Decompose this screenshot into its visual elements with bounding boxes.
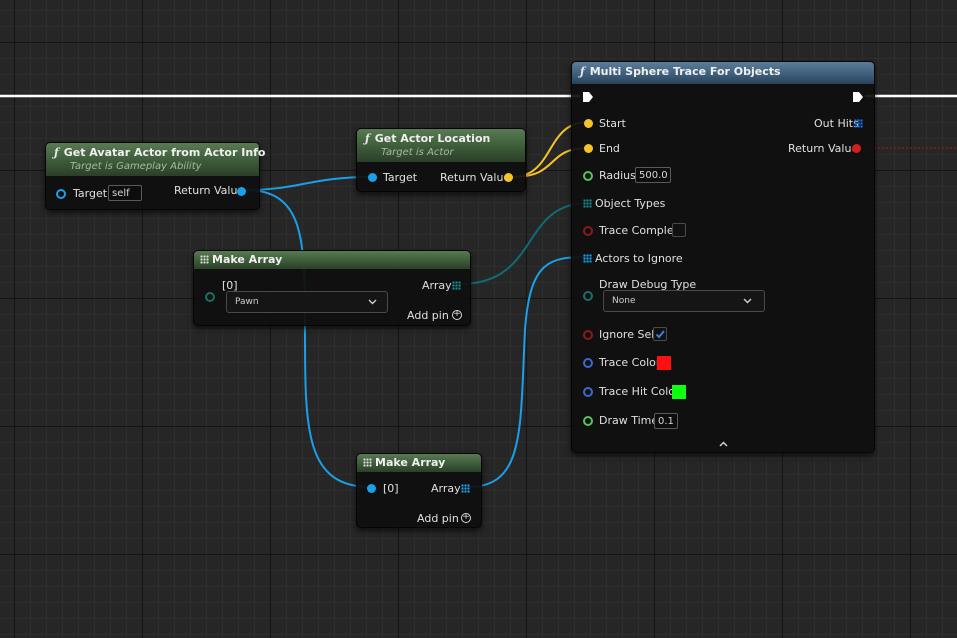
array-label: Array [422,279,452,292]
node-title: Make Array [375,456,446,469]
chevron-down-icon [368,299,377,305]
radius-pin[interactable] [583,171,593,181]
out-hits-pin[interactable] [854,119,863,128]
radius-value-field[interactable]: 500.0 [635,167,671,183]
make-array-node-2[interactable]: Make Array [0] Array Add pin + [356,453,482,528]
node-title: Multi Sphere Trace For Objects [589,65,781,78]
object-type-dropdown[interactable]: Pawn [226,291,388,313]
make-array-icon [200,255,209,264]
node-title: Make Array [212,253,283,266]
add-pin-label[interactable]: Add pin [417,512,459,525]
node-title: Get Avatar Actor from Actor Info [63,146,266,159]
actors-to-ignore-label: Actors to Ignore [595,252,683,265]
node-title: Get Actor Location [374,132,491,145]
end-label: End [599,142,620,155]
return-value-pin[interactable] [504,173,513,182]
target-value-field[interactable]: self [108,185,142,201]
function-icon: ƒ [365,132,370,145]
array-output-pin[interactable] [461,484,470,493]
make-array-icon [363,458,372,467]
trace-hit-color-pin[interactable] [583,387,593,397]
get-avatar-actor-node[interactable]: ƒ Get Avatar Actor from Actor Info Target… [45,142,266,210]
avatar-to-array2-wire [244,189,372,488]
trace-complex-checkbox[interactable] [672,223,686,237]
dropdown-value: Pawn [235,297,259,307]
add-pin-icon[interactable]: + [452,309,462,320]
trace-color-label: Trace Color [599,356,661,369]
start-label: Start [599,117,626,130]
add-pin-icon[interactable]: + [461,512,471,523]
node-header[interactable]: ƒ Multi Sphere Trace For Objects [572,62,874,84]
index-label: [0] [222,279,238,292]
draw-time-pin[interactable] [583,416,593,426]
node-subtitle: Target is Actor [381,147,454,158]
target-label: Target [383,171,418,184]
return-value-label: Return Value [788,142,859,155]
trace-hit-color-swatch[interactable] [672,385,686,399]
radius-label: Radius [599,169,636,182]
draw-debug-type-pin[interactable] [583,291,593,301]
draw-time-value-field[interactable]: 0.1 [654,413,678,429]
exec-in-pin[interactable] [582,91,594,103]
dropdown-value: None [612,296,636,306]
target-pin[interactable] [368,173,377,182]
end-pin[interactable] [584,144,593,153]
chevron-down-icon [743,298,752,304]
avatar-to-location-wire [244,176,372,191]
array-output-pin[interactable] [452,281,461,290]
actors-to-ignore-pin[interactable] [583,254,592,263]
trace-complex-label: Trace Complex [599,224,680,237]
return-value-label: Return Value [174,184,245,197]
index-label: [0] [383,482,399,495]
node-header[interactable]: ƒ Get Avatar Actor from Actor Info Target… [46,143,266,176]
start-pin[interactable] [584,119,593,128]
function-icon: ƒ [580,65,585,78]
target-label: Target [73,187,108,200]
array2-to-actors-ignore-wire [467,256,589,488]
draw-time-label: Draw Time [599,414,659,427]
trace-color-pin[interactable] [583,358,593,368]
return-value-pin[interactable] [237,187,246,196]
array1-to-object-types-wire [459,202,589,285]
function-icon: ƒ [54,146,59,159]
target-pin[interactable] [56,189,66,199]
element-pin[interactable] [367,484,376,493]
trace-color-swatch[interactable] [657,356,671,370]
return-value-pin[interactable] [852,144,861,153]
checkmark-icon [655,330,665,339]
trace-hit-color-label: Trace Hit Color [599,385,680,398]
draw-debug-type-dropdown[interactable]: None [603,290,765,312]
object-types-pin[interactable] [583,199,592,208]
out-hits-label: Out Hits [814,117,859,130]
trace-complex-pin[interactable] [583,226,593,236]
multi-sphere-trace-node[interactable]: ƒ Multi Sphere Trace For Objects Start Ou… [571,61,875,453]
object-types-label: Object Types [595,197,666,210]
get-actor-location-node[interactable]: ƒ Get Actor Location Target is Actor Targ… [356,128,526,192]
draw-debug-type-label: Draw Debug Type [599,278,697,291]
collapse-advanced-icon[interactable] [719,441,728,447]
element-pin[interactable] [205,292,215,302]
node-header[interactable]: Make Array [357,454,481,472]
add-pin-label[interactable]: Add pin [407,309,449,322]
return-value-label: Return Value [440,171,511,184]
ignore-self-label: Ignore Self [599,328,659,341]
make-array-node-1[interactable]: Make Array [0] Pawn Array Add pin + [193,250,471,326]
node-header[interactable]: ƒ Get Actor Location Target is Actor [357,129,525,162]
array-label: Array [431,482,461,495]
node-header[interactable]: Make Array [194,251,470,269]
ignore-self-checkbox[interactable] [653,327,667,341]
exec-out-pin[interactable] [852,91,864,103]
ignore-self-pin[interactable] [583,330,593,340]
node-subtitle: Target is Gameplay Ability [70,161,202,172]
